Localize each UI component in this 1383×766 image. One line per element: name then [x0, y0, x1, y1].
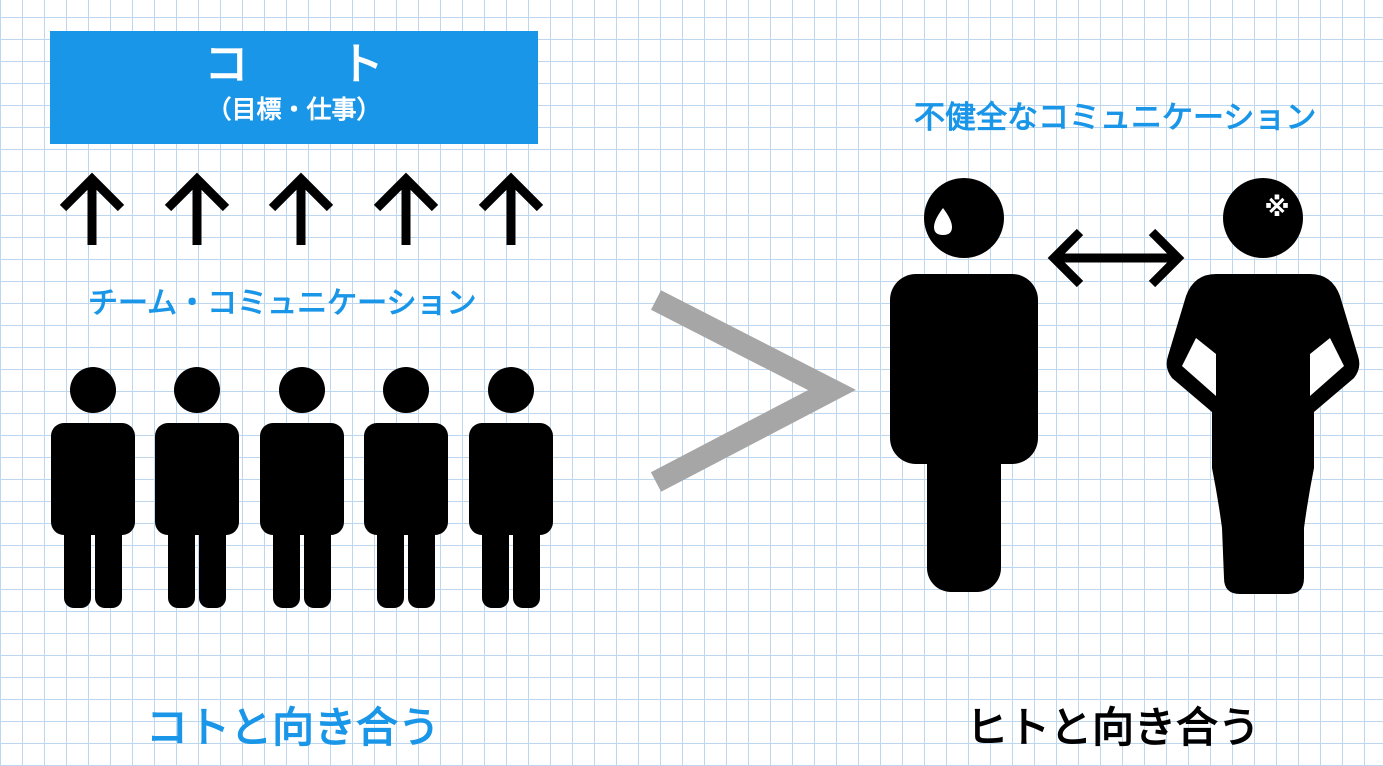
angry-person-icon	[1166, 178, 1360, 594]
left-caption: コトと向き合う	[146, 703, 441, 752]
person-icon	[51, 367, 135, 608]
person-icon	[469, 367, 553, 608]
arrow-up-icon	[373, 172, 439, 245]
double-arrow-icon	[1047, 228, 1185, 288]
arrow-up-icon	[59, 172, 125, 245]
goal-box: コ ト （目標・仕事）	[50, 31, 538, 144]
anger-mark: ※	[1264, 193, 1289, 223]
arrow-up-icon	[478, 172, 544, 245]
goal-subtitle: （目標・仕事）	[206, 95, 382, 124]
sweat-drop-icon	[934, 208, 952, 235]
goal-title: コ ト	[204, 39, 422, 90]
greater-than-symbol	[650, 290, 856, 492]
arrow-up-icon	[164, 172, 230, 245]
person-icon	[260, 367, 344, 608]
person-icon	[155, 367, 239, 608]
team-communication-label: チーム・コミュニケーション	[88, 286, 477, 321]
person-icon	[364, 367, 448, 608]
right-caption: ヒトと向き合う	[966, 703, 1261, 752]
worried-person-icon	[890, 178, 1038, 592]
unhealthy-communication-label: 不健全なコミュニケーション	[914, 100, 1317, 136]
confrontation-figures: ※	[890, 178, 1360, 594]
up-arrows-row	[59, 172, 544, 245]
arrow-up-icon	[268, 172, 334, 245]
team-people	[51, 367, 553, 608]
